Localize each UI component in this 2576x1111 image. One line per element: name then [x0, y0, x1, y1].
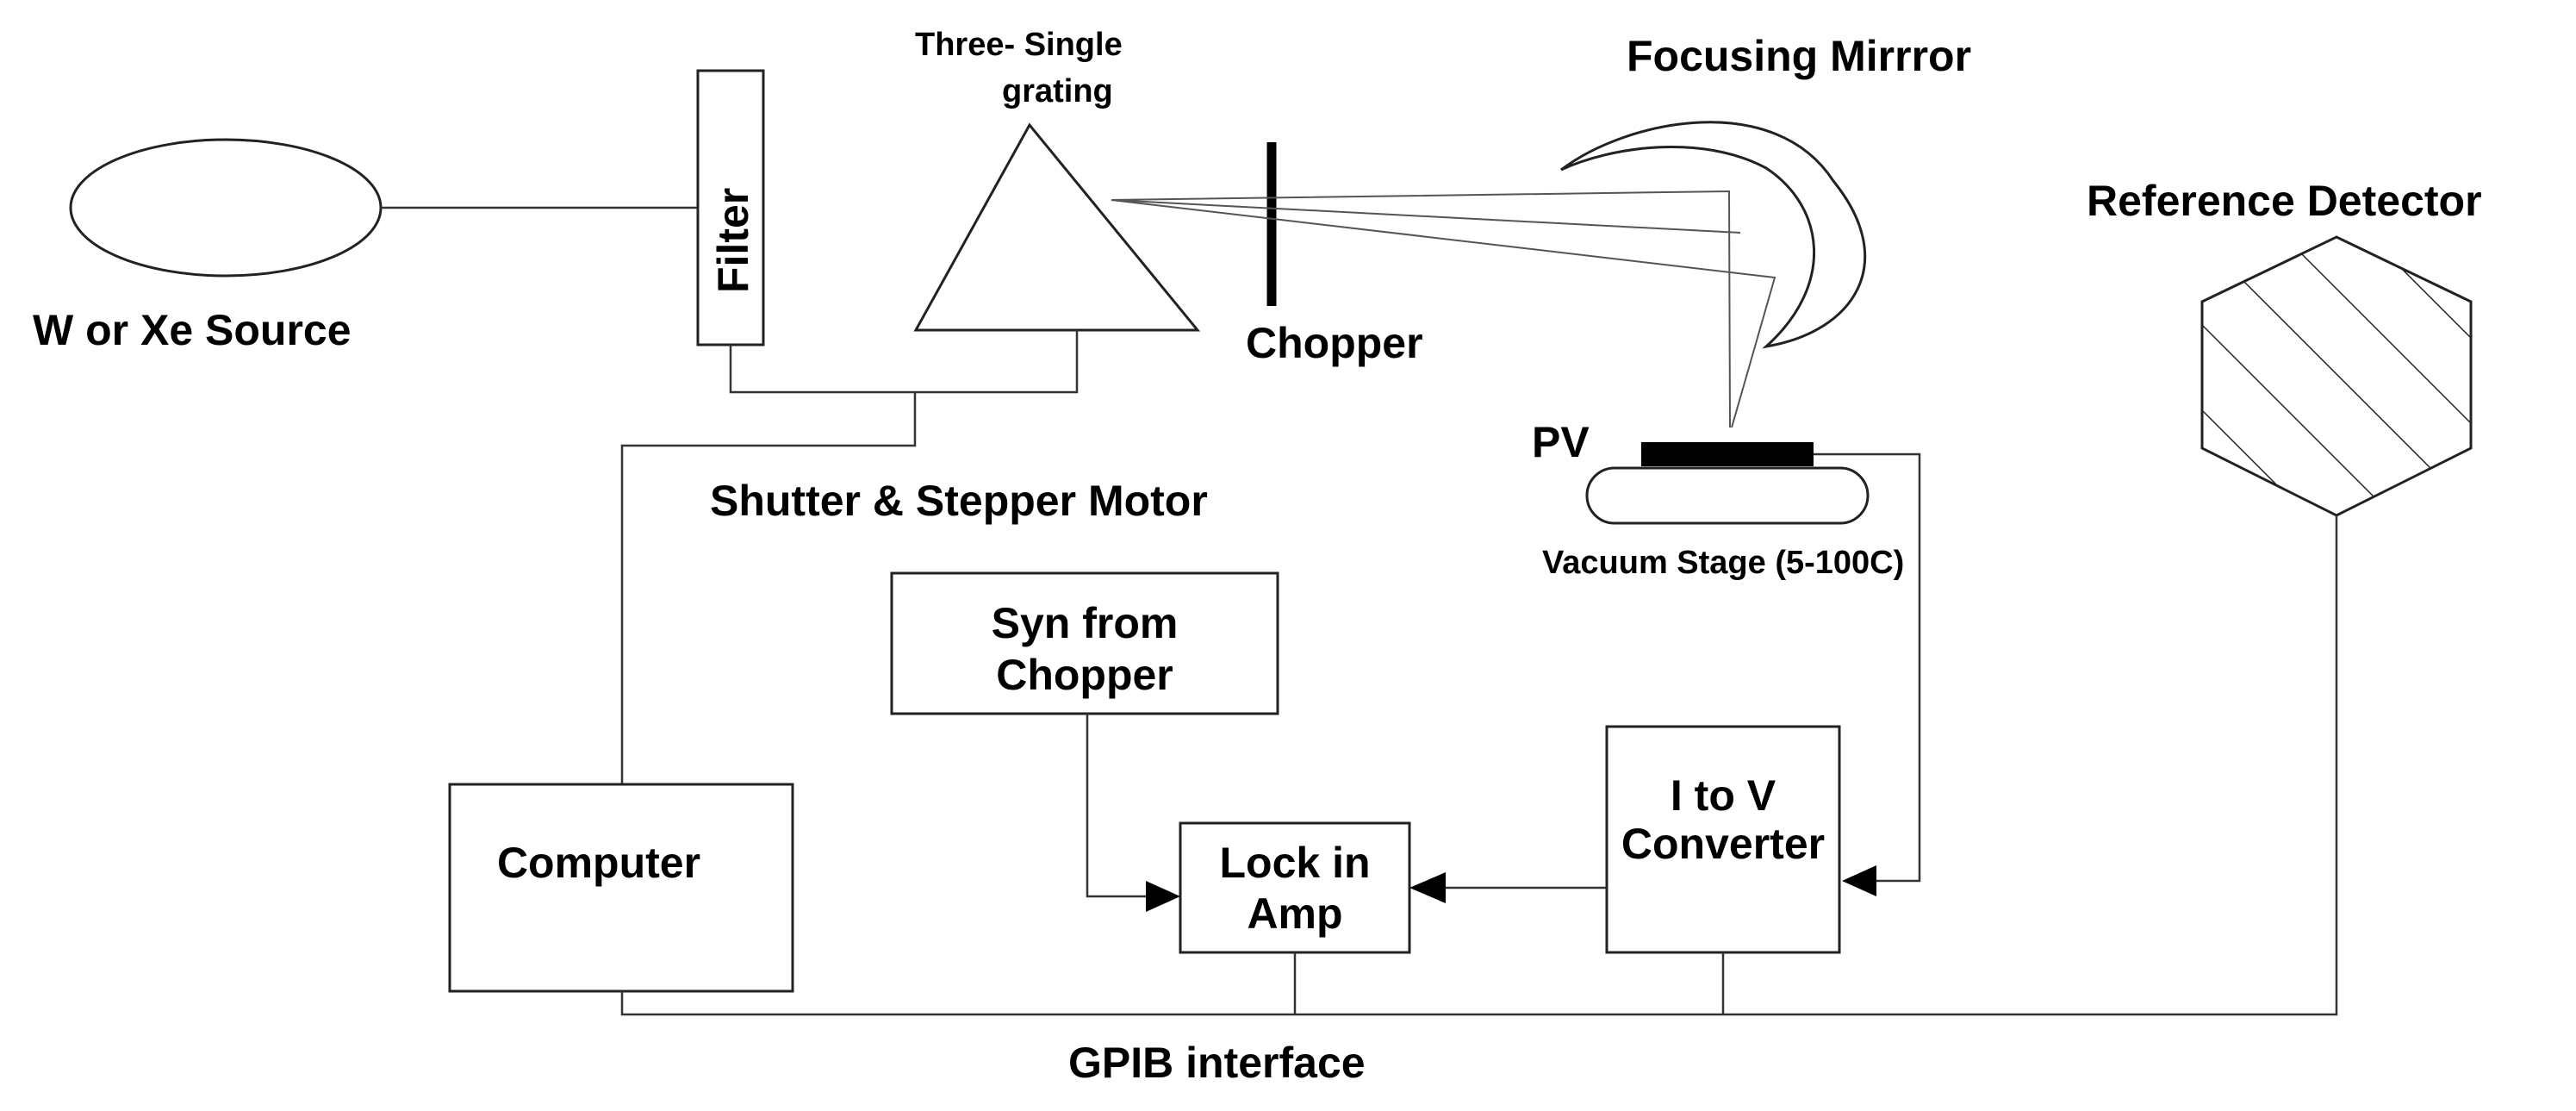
filter-grating-wire — [729, 330, 1079, 394]
syn-box — [890, 571, 1279, 715]
gpib-bus — [620, 515, 2338, 1016]
computer-box — [448, 783, 794, 993]
syn-to-lockin-wire — [1086, 714, 1146, 898]
reference-detector — [2200, 235, 2473, 517]
grating-label-line1: Three- Single — [915, 27, 1123, 63]
pv-to-itov-wire — [1814, 453, 1921, 883]
itov-box — [1605, 725, 1841, 954]
pv-label: PV — [1532, 418, 1590, 466]
lockin-box — [1179, 821, 1411, 954]
itov-to-lockin-arrow — [1409, 872, 1446, 903]
syn-to-lockin-arrow — [1146, 881, 1180, 912]
vacuum-stage-label: Vacuum Stage (5-100C) — [1542, 545, 1904, 581]
pv-to-itov-arrow — [1842, 865, 1876, 896]
reference-detector-label: Reference Detector — [2087, 177, 2482, 225]
lockin-label-line2: Amp — [1247, 889, 1342, 938]
syn-label-line2: Chopper — [996, 651, 1173, 699]
grating-label-line2: grating — [1002, 73, 1113, 109]
motor-to-computer-wire — [620, 392, 917, 784]
syn-label-line1: Syn from — [992, 599, 1179, 647]
itov-label-line2: Converter — [1621, 820, 1825, 868]
chopper-label: Chopper — [1246, 319, 1423, 367]
filter-label: Filter — [709, 188, 757, 293]
shutter-motor-label: Shutter & Stepper Motor — [710, 477, 1208, 525]
source-label: W or Xe Source — [33, 306, 352, 354]
beam-path-1 — [1111, 190, 1731, 428]
itov-label-line1: I to V — [1671, 771, 1776, 820]
mirror-label: Focusing Mirrror — [1627, 32, 1971, 80]
gpib-label: GPIB interface — [1068, 1039, 1366, 1087]
grating-triangle — [913, 122, 1201, 332]
focusing-mirror — [1560, 121, 1867, 349]
pv-sample — [1641, 442, 1814, 466]
computer-label: Computer — [497, 839, 700, 887]
beam-path-2 — [1111, 199, 1776, 428]
vacuum-stage — [1585, 466, 1870, 525]
light-source — [69, 138, 383, 278]
lockin-label-line1: Lock in — [1219, 839, 1370, 887]
beam-path-3 — [1111, 199, 1741, 234]
